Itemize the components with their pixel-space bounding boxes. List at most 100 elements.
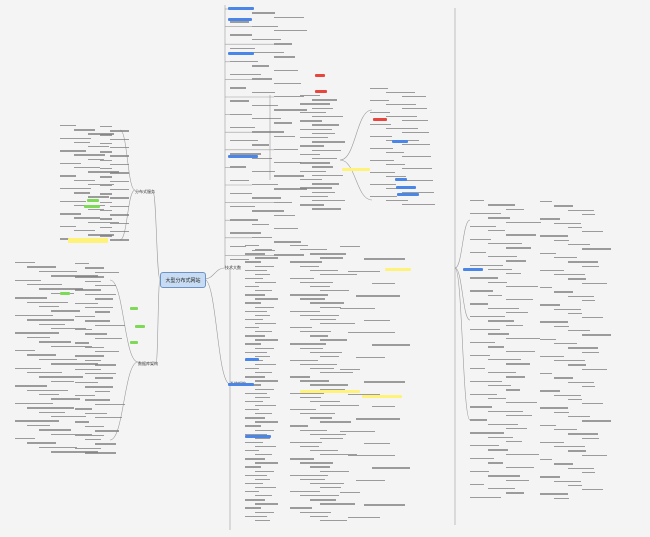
- text-node: [95, 377, 113, 379]
- text-node: [252, 144, 269, 146]
- text-node: [27, 266, 56, 268]
- text-node: [274, 122, 292, 124]
- text-node: [488, 255, 517, 258]
- text-node: [51, 380, 74, 383]
- text-node: [310, 335, 328, 337]
- branch-technology[interactable]: 技术大数: [225, 265, 241, 270]
- text-node: [252, 210, 284, 212]
- text-node: [255, 470, 274, 472]
- text-node: [554, 291, 573, 293]
- text-node: [568, 261, 598, 263]
- text-node: [470, 380, 502, 382]
- text-node: [300, 396, 321, 399]
- text-node: [290, 294, 328, 296]
- connector-line: [339, 109, 373, 161]
- text-node: [320, 486, 341, 489]
- text-node: [51, 310, 80, 312]
- text-node: [274, 175, 304, 177]
- text-node: [27, 336, 50, 339]
- text-node: [300, 204, 324, 206]
- text-node: [255, 372, 272, 374]
- root-node[interactable]: 大型分布式网站: [160, 272, 206, 288]
- highlight-node: [130, 341, 138, 344]
- text-node: [274, 96, 304, 98]
- text-node: [300, 103, 330, 105]
- text-node: [274, 16, 304, 19]
- text-node: [51, 345, 92, 347]
- text-node: [300, 478, 325, 481]
- text-node: [540, 201, 552, 203]
- text-node: [568, 398, 582, 401]
- text-node: [470, 238, 491, 241]
- text-node: [554, 463, 573, 465]
- highlight-node: [135, 325, 145, 328]
- text-node: [370, 184, 396, 186]
- text-node: [582, 437, 599, 439]
- text-node: [488, 462, 503, 464]
- text-node: [568, 330, 590, 332]
- text-node: [255, 347, 274, 349]
- text-node: [274, 109, 307, 111]
- text-node: [372, 282, 395, 285]
- text-node: [245, 261, 261, 263]
- text-node: [470, 251, 486, 253]
- text-node: [488, 281, 507, 284]
- text-node: [230, 47, 255, 49]
- text-node: [554, 377, 573, 379]
- text-node: [245, 433, 267, 435]
- text-node: [348, 393, 380, 395]
- text-node: [320, 273, 357, 276]
- text-node: [370, 172, 395, 174]
- text-node: [60, 213, 81, 215]
- text-node: [245, 327, 259, 329]
- text-node: [540, 493, 568, 495]
- text-node: [252, 170, 275, 173]
- text-node: [255, 355, 270, 358]
- text-node: [85, 267, 104, 269]
- text-node: [27, 389, 68, 391]
- text-node: [340, 430, 375, 432]
- text-node: [245, 368, 259, 370]
- text-node: [252, 184, 278, 186]
- text-node: [252, 38, 281, 41]
- text-node: [255, 257, 278, 259]
- text-node: [252, 131, 284, 133]
- text-node: [312, 124, 339, 126]
- text-node: [88, 209, 104, 211]
- text-node: [568, 364, 586, 366]
- text-node: [320, 339, 347, 341]
- text-node: [300, 347, 323, 349]
- highlight-node: [228, 383, 254, 386]
- text-node: [540, 459, 552, 461]
- branch-database[interactable]: 数据库架构: [138, 361, 158, 366]
- text-node: [320, 421, 351, 423]
- text-node: [506, 427, 527, 430]
- text-node: [95, 351, 119, 353]
- text-node: [568, 226, 582, 229]
- text-node: [554, 446, 585, 448]
- connector-line: [109, 361, 139, 441]
- connector-line: [203, 278, 231, 385]
- branch-distributed[interactable]: 分布式服务: [135, 189, 155, 194]
- text-node: [370, 88, 388, 90]
- text-node: [230, 100, 249, 102]
- text-node: [230, 206, 255, 208]
- text-node: [255, 314, 270, 317]
- text-node: [506, 376, 525, 378]
- text-node: [312, 99, 337, 101]
- text-node: [506, 415, 532, 417]
- text-node: [252, 78, 272, 80]
- text-node: [320, 306, 341, 308]
- text-node: [75, 342, 89, 344]
- text-node: [300, 429, 327, 431]
- connector-line: [152, 191, 161, 280]
- text-node: [74, 179, 95, 181]
- text-node: [60, 225, 76, 228]
- text-node: [27, 442, 56, 444]
- text-node: [540, 252, 556, 254]
- text-node: [95, 390, 110, 392]
- text-node: [255, 413, 272, 415]
- text-node: [15, 367, 41, 369]
- text-node: [110, 214, 129, 216]
- text-node: [245, 286, 259, 288]
